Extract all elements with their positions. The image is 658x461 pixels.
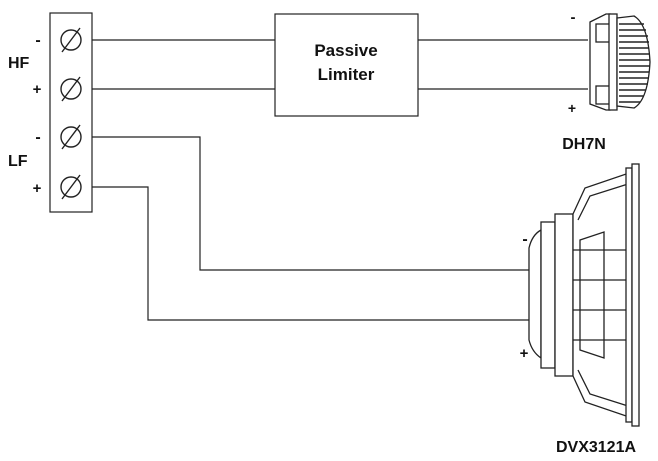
tweeter-dh7n — [589, 13, 651, 111]
wire-lf-minus-to-woofer — [92, 136, 529, 271]
wire-lf-plus-to-woofer — [92, 186, 529, 321]
tweeter-minus-sign: - — [571, 9, 576, 26]
limiter-label-line1: Passive — [314, 41, 377, 60]
tweeter-tab-top — [595, 23, 611, 43]
terminal-lf-plus — [60, 174, 82, 200]
tweeter-flange — [608, 13, 618, 111]
tweeter-horn-fins — [619, 23, 650, 103]
tweeter-plus-sign: + — [568, 100, 576, 116]
lf-minus-sign: - — [35, 129, 40, 146]
woofer-motor-window — [579, 231, 605, 359]
terminal-hf-minus — [60, 27, 82, 53]
hf-plus-sign: + — [33, 81, 42, 98]
woofer-magnet-front — [540, 221, 556, 369]
terminal-hf-plus — [60, 76, 82, 102]
terminal-lf-minus — [60, 124, 82, 150]
terminal-block — [49, 12, 93, 213]
tweeter-tab-bottom — [595, 85, 611, 105]
hf-minus-sign: - — [35, 32, 40, 49]
passive-limiter: Passive Limiter — [274, 13, 419, 117]
woofer-basket-inner — [577, 183, 629, 407]
woofer-rear-cap — [528, 228, 542, 360]
lf-label: LF — [8, 153, 28, 170]
woofer-magnet-rear — [554, 213, 574, 377]
woofer-plus-sign: + — [520, 345, 529, 362]
passive-limiter-box — [274, 13, 419, 117]
tweeter-horn — [616, 15, 651, 109]
lf-plus-sign: + — [33, 180, 42, 197]
hf-label: HF — [8, 55, 30, 72]
woofer-minus-sign: - — [522, 231, 527, 248]
limiter-label-line2: Limiter — [318, 65, 375, 84]
woofer-name: DVX3121A — [556, 439, 636, 456]
woofer-front-flange — [631, 163, 640, 427]
tweeter-name: DH7N — [562, 136, 606, 153]
woofer-surround — [625, 167, 633, 423]
woofer-dvx3121a — [528, 163, 640, 427]
